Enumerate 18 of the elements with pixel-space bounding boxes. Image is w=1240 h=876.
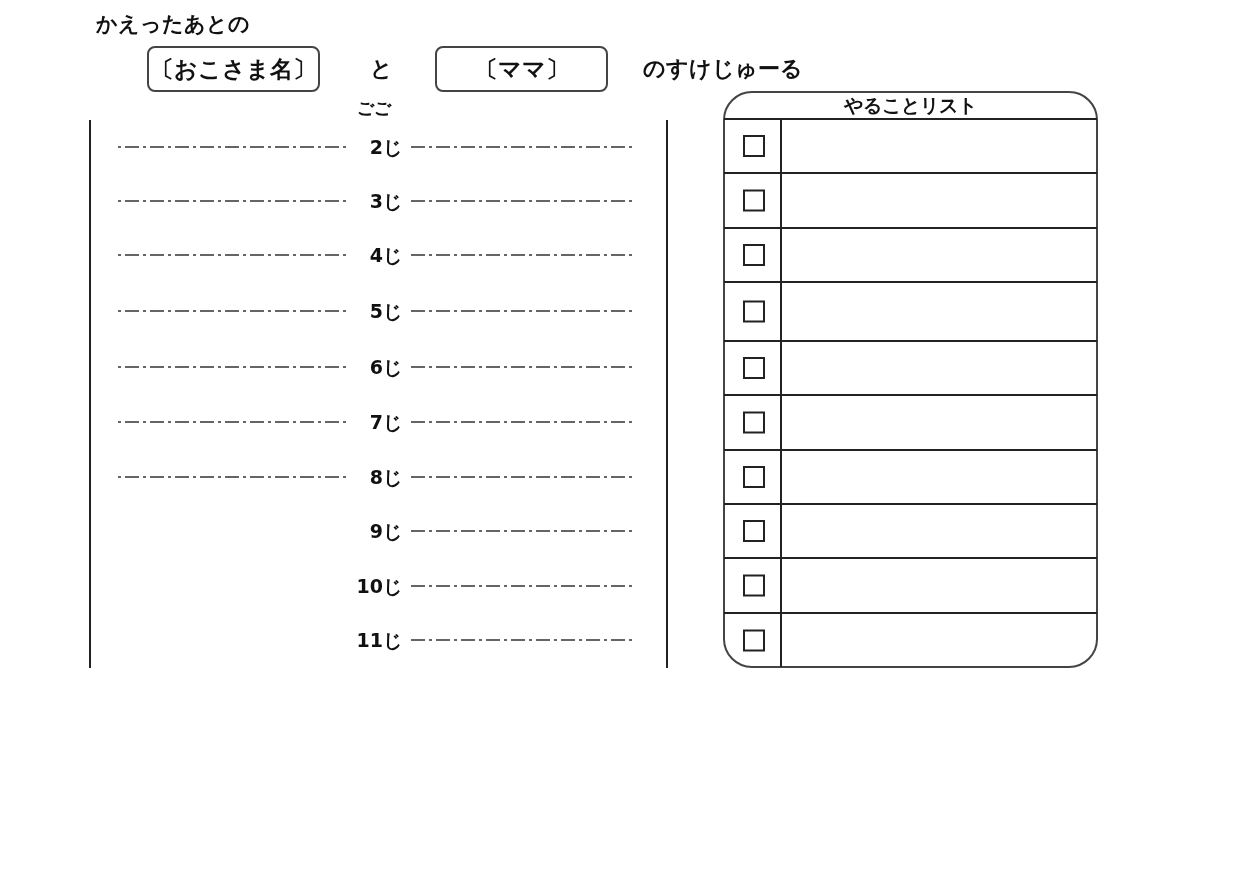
- heading-text: と: [370, 55, 393, 83]
- title: かえったあとの: [96, 11, 250, 38]
- time-label: 9じ: [369, 519, 402, 543]
- time-label: 2じ: [369, 135, 402, 159]
- time-label: 5じ: [369, 299, 402, 323]
- todo-list-panel: [723, 91, 1098, 668]
- time-label: 4じ: [369, 243, 402, 267]
- time-label: 8じ: [369, 465, 402, 489]
- time-label: 7じ: [369, 410, 402, 434]
- name-box: 〔おこさま名〕: [147, 46, 320, 92]
- list-heading: やることリスト: [843, 93, 978, 118]
- section-label: ごご: [357, 97, 391, 120]
- time-label: 3じ: [369, 189, 402, 213]
- time-label: 10じ: [356, 574, 402, 598]
- time-label: 11じ: [356, 628, 402, 652]
- name-box: 〔ママ〕: [435, 46, 608, 92]
- heading-text: のすけじゅーる: [643, 55, 803, 83]
- time-label: 6じ: [369, 355, 402, 379]
